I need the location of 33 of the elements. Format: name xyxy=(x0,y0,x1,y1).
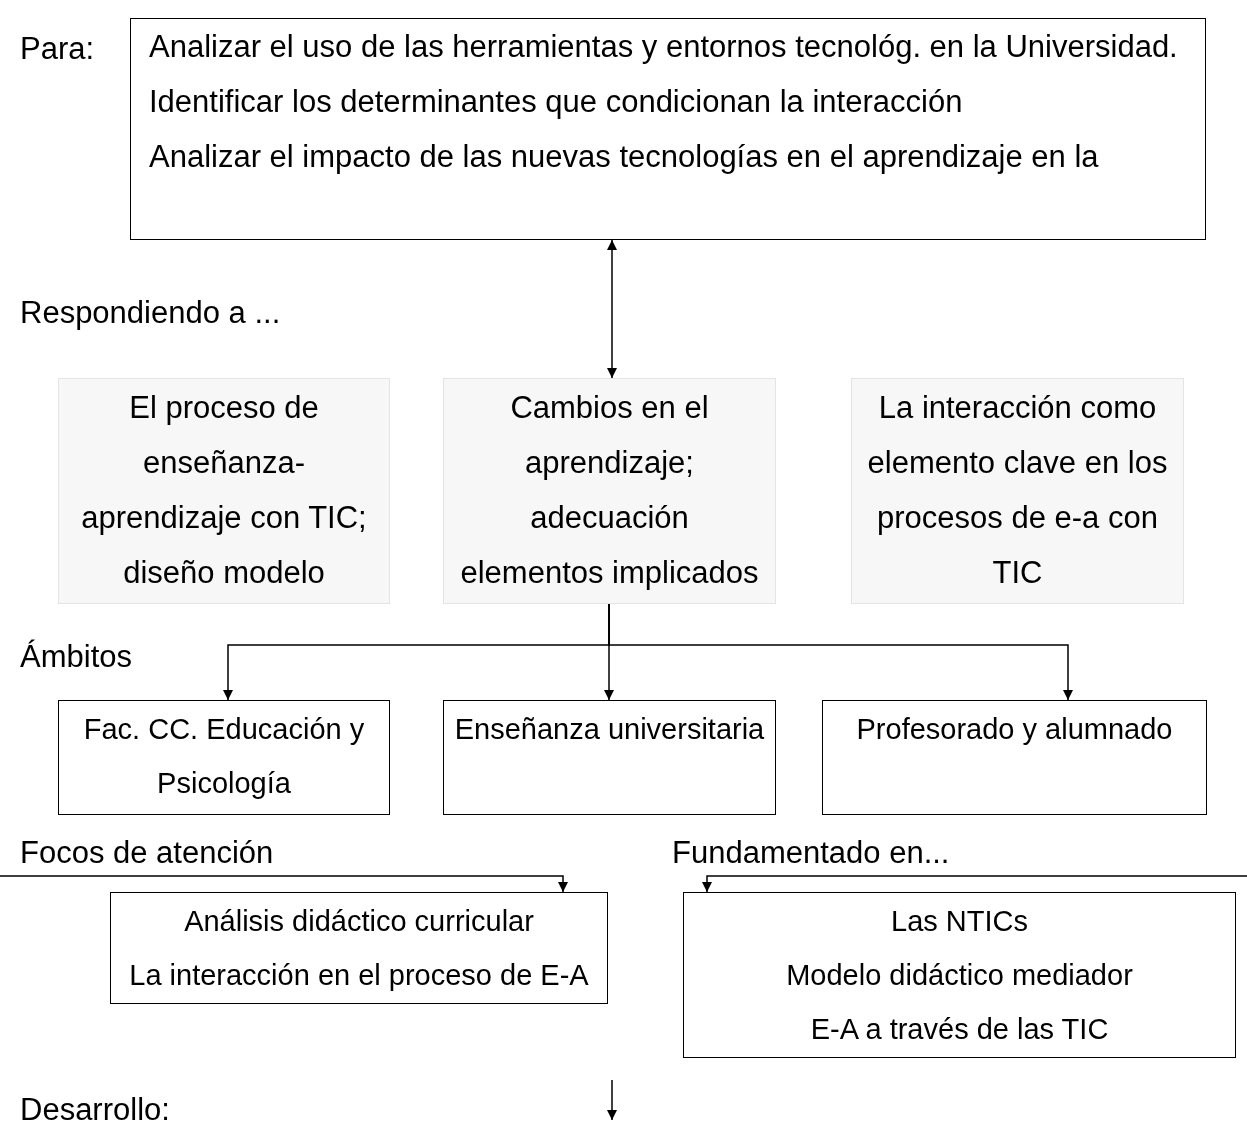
node-text: Las NTICs xyxy=(890,904,1029,939)
node-text: Analizar el uso de las herramientas y entornos tecnológ. en la Universidad. xyxy=(149,28,1179,66)
arrow xyxy=(608,603,1073,701)
section-label: Ámbitos xyxy=(20,640,132,674)
section-label: Desarrollo: xyxy=(20,1093,170,1127)
node-text: Profesorado y alumnado xyxy=(855,712,1174,747)
arrow xyxy=(607,239,617,379)
process-box xyxy=(443,700,776,815)
node-text: Análisis didáctico curricular xyxy=(183,904,535,939)
node-text: Cambios en el aprendizaje; adecuación elementos implicados xyxy=(459,389,760,592)
section-label: Respondiendo a ... xyxy=(20,296,281,330)
node-text: Modelo didáctico mediador xyxy=(785,958,1134,993)
arrow xyxy=(0,875,568,893)
arrow xyxy=(702,875,1247,893)
section-label: Fundamentado en... xyxy=(672,836,950,870)
section-label: Focos de atención xyxy=(20,836,274,870)
process-box xyxy=(58,700,390,815)
node-text: La interacción en el proceso de E-A xyxy=(128,958,590,993)
objectives-box xyxy=(130,18,1206,240)
node-text: Analizar el impacto de las nuevas tecnologías en el aprendizaje en la xyxy=(149,138,1100,176)
node-text: El proceso de enseñanza-aprendizaje con TIC; diseño modelo xyxy=(80,389,368,592)
process-box xyxy=(822,700,1207,815)
process-box xyxy=(683,892,1236,1058)
node-text: La interacción como elemento clave en los procesos de e-a con TIC xyxy=(866,389,1169,592)
process-box xyxy=(110,892,608,1004)
node-text: Identificar los determinantes que condicionan la interacción xyxy=(149,83,964,121)
node-text: Enseñanza universitaria xyxy=(453,712,766,747)
topic-box xyxy=(851,378,1184,604)
section-label: Para: xyxy=(20,32,95,66)
node-text: E-A a través de las TIC xyxy=(809,1012,1110,1047)
topic-box xyxy=(58,378,390,604)
node-text: Fac. CC. Educación y Psicología xyxy=(82,712,366,801)
topic-box xyxy=(443,378,776,604)
